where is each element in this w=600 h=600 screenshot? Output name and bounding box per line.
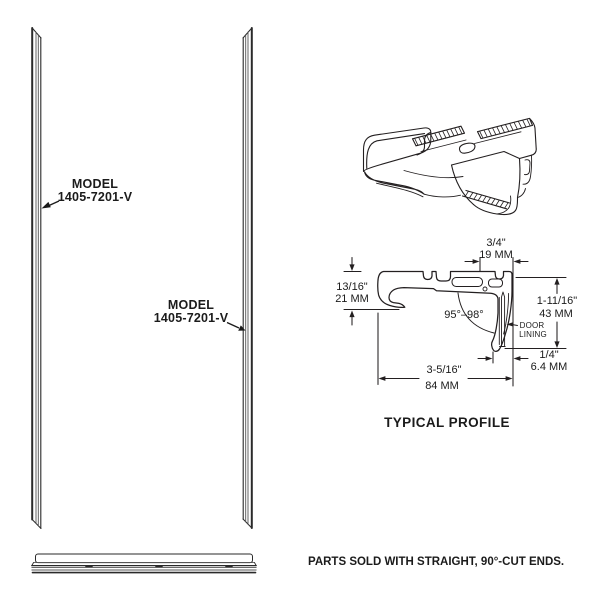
dim-angle: 95°–98° [444, 309, 484, 321]
model-label-1-line2: 1405-7201-V [57, 190, 133, 204]
model-label-2-line1: MODEL [167, 298, 215, 312]
dim-top-width-in: 3/4" [486, 237, 506, 249]
dim-width-mm: 84 MM [425, 380, 459, 392]
dim-top-width-mm: 19 MM [479, 249, 513, 261]
footer-note: PARTS SOLD WITH STRAIGHT, 90°-CUT ENDS. [308, 556, 565, 568]
model-label-1-line1: MODEL [71, 177, 119, 191]
dim-hook-in: 13/16" [336, 281, 368, 293]
dim-height-mm: 43 MM [539, 308, 573, 320]
profile-cross-section [377, 270, 513, 352]
dim-lip-mm: 6.4 MM [530, 361, 568, 373]
cross-section-title: TYPICAL PROFILE [384, 415, 510, 430]
dim-hook-mm: 21 MM [335, 293, 369, 305]
dim-width-in: 3-5/16" [426, 364, 462, 376]
dim-height-in: 1-11/16" [536, 295, 578, 307]
door-lining-label-line1: DOOR [519, 321, 545, 330]
model-label-2-line2: 1405-7201-V [153, 311, 229, 325]
dimension-lines [343, 256, 567, 387]
sill-strip-drawing [31, 553, 257, 574]
door-lining-label-line2: LINING [519, 330, 547, 339]
profile-3d-view [362, 117, 537, 216]
left-strip-drawing [31, 27, 42, 529]
dim-lip-in: 1/4" [539, 349, 559, 361]
right-strip-drawing [242, 27, 253, 529]
label-leader-arrows [41, 200, 246, 331]
